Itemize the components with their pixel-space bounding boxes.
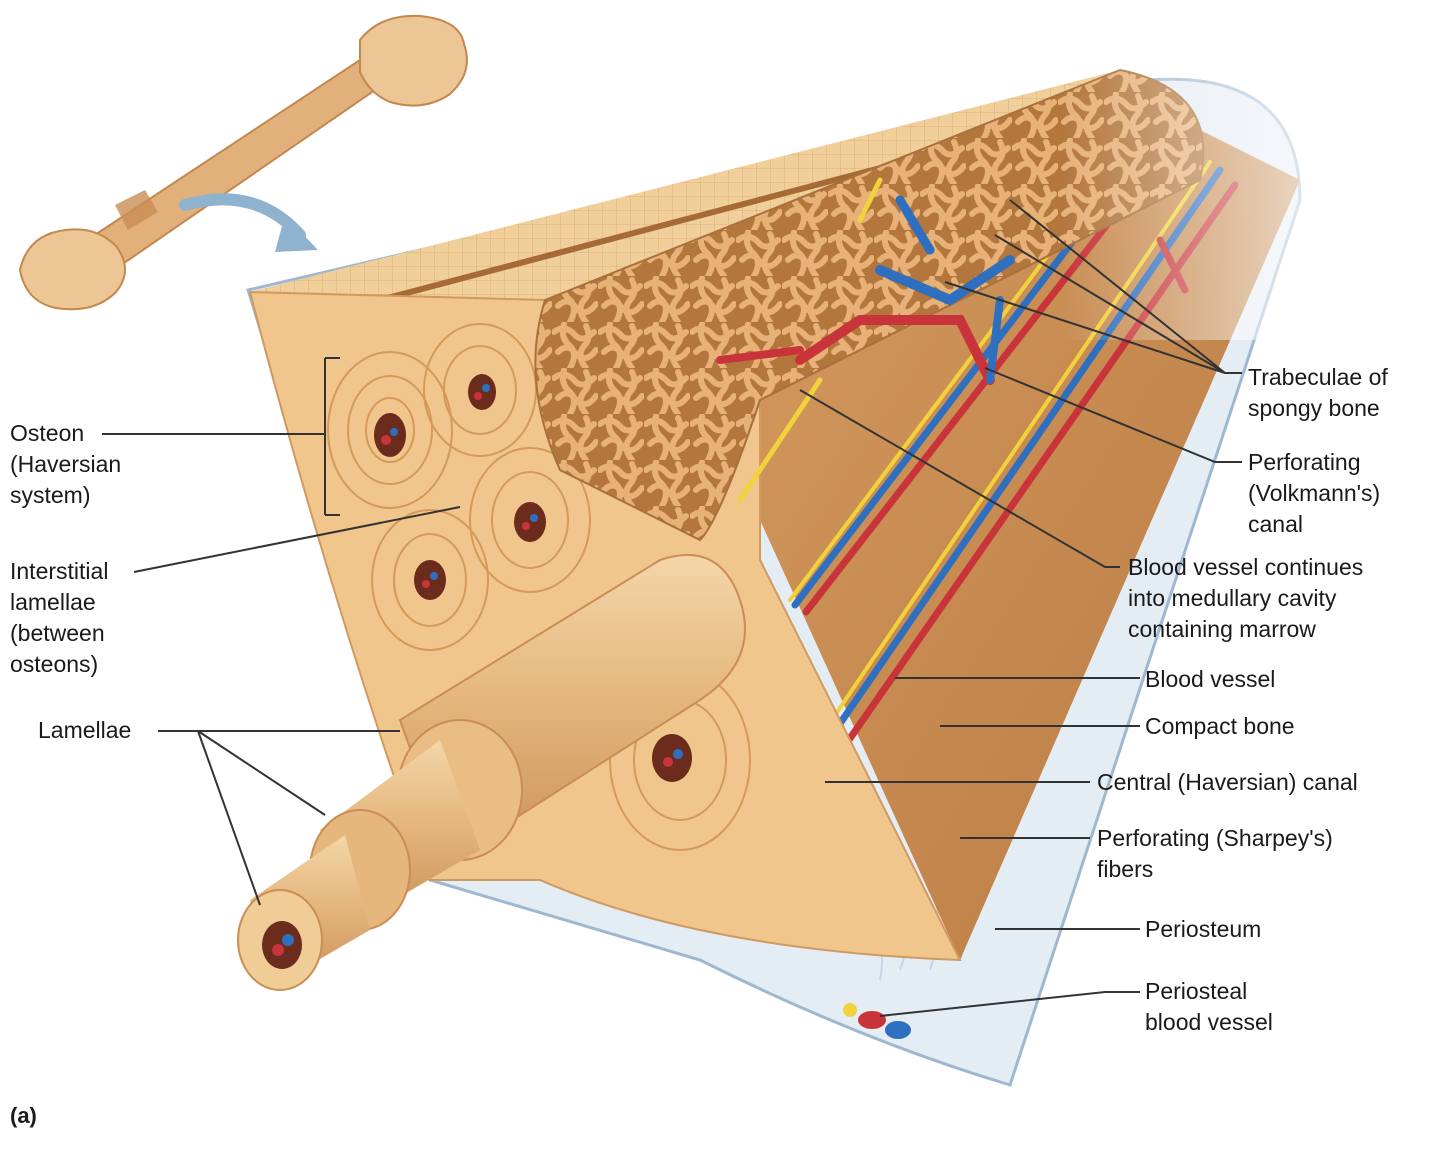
telescoping-osteon	[237, 554, 746, 991]
label-blood-vessel: Blood vessel	[1145, 666, 1276, 692]
label-periosteal-blood-vessel: Periosteal blood vessel	[1145, 978, 1273, 1035]
leader-lines	[102, 199, 1242, 1017]
label-central-canal: Central (Haversian) canal	[1097, 769, 1358, 795]
spongy-vessels	[716, 177, 1015, 503]
label-osteon: Osteon (Haversian system)	[10, 420, 122, 508]
label-periosteum: Periosteum	[1145, 916, 1262, 942]
leader-osteon	[102, 357, 340, 516]
panel-letter: (a)	[10, 1103, 37, 1128]
zoom-arrow-head	[275, 215, 318, 252]
periosteal-vessel-dots	[843, 1003, 911, 1039]
leader-blood-vessel-continues	[799, 389, 1120, 568]
compact-bone-top	[250, 70, 1180, 300]
label-trabeculae: Trabeculae of spongy bone	[1248, 364, 1388, 421]
osteon-cross-sections	[327, 323, 751, 851]
leader-lamellae	[158, 730, 400, 906]
leader-trabeculae	[944, 199, 1242, 374]
leader-periosteal-vessel	[879, 991, 1140, 1017]
leader-interstitial	[133, 506, 461, 573]
long-bone-thumbnail	[18, 14, 468, 311]
label-compact-bone: Compact bone	[1145, 713, 1295, 739]
leader-perforating-canal	[984, 367, 1242, 463]
label-interstitial-lamellae: Interstitial lamellae (between osteons)	[10, 558, 109, 677]
label-perforating-canal: Perforating (Volkmann's) canal	[1248, 449, 1381, 537]
central-canals	[374, 374, 692, 782]
label-sharpey-fibers: Perforating (Sharpey's) fibers	[1097, 825, 1333, 882]
label-blood-vessel-continues: Blood vessel continues into medullary ca…	[1128, 554, 1364, 642]
label-lamellae: Lamellae	[38, 717, 132, 743]
